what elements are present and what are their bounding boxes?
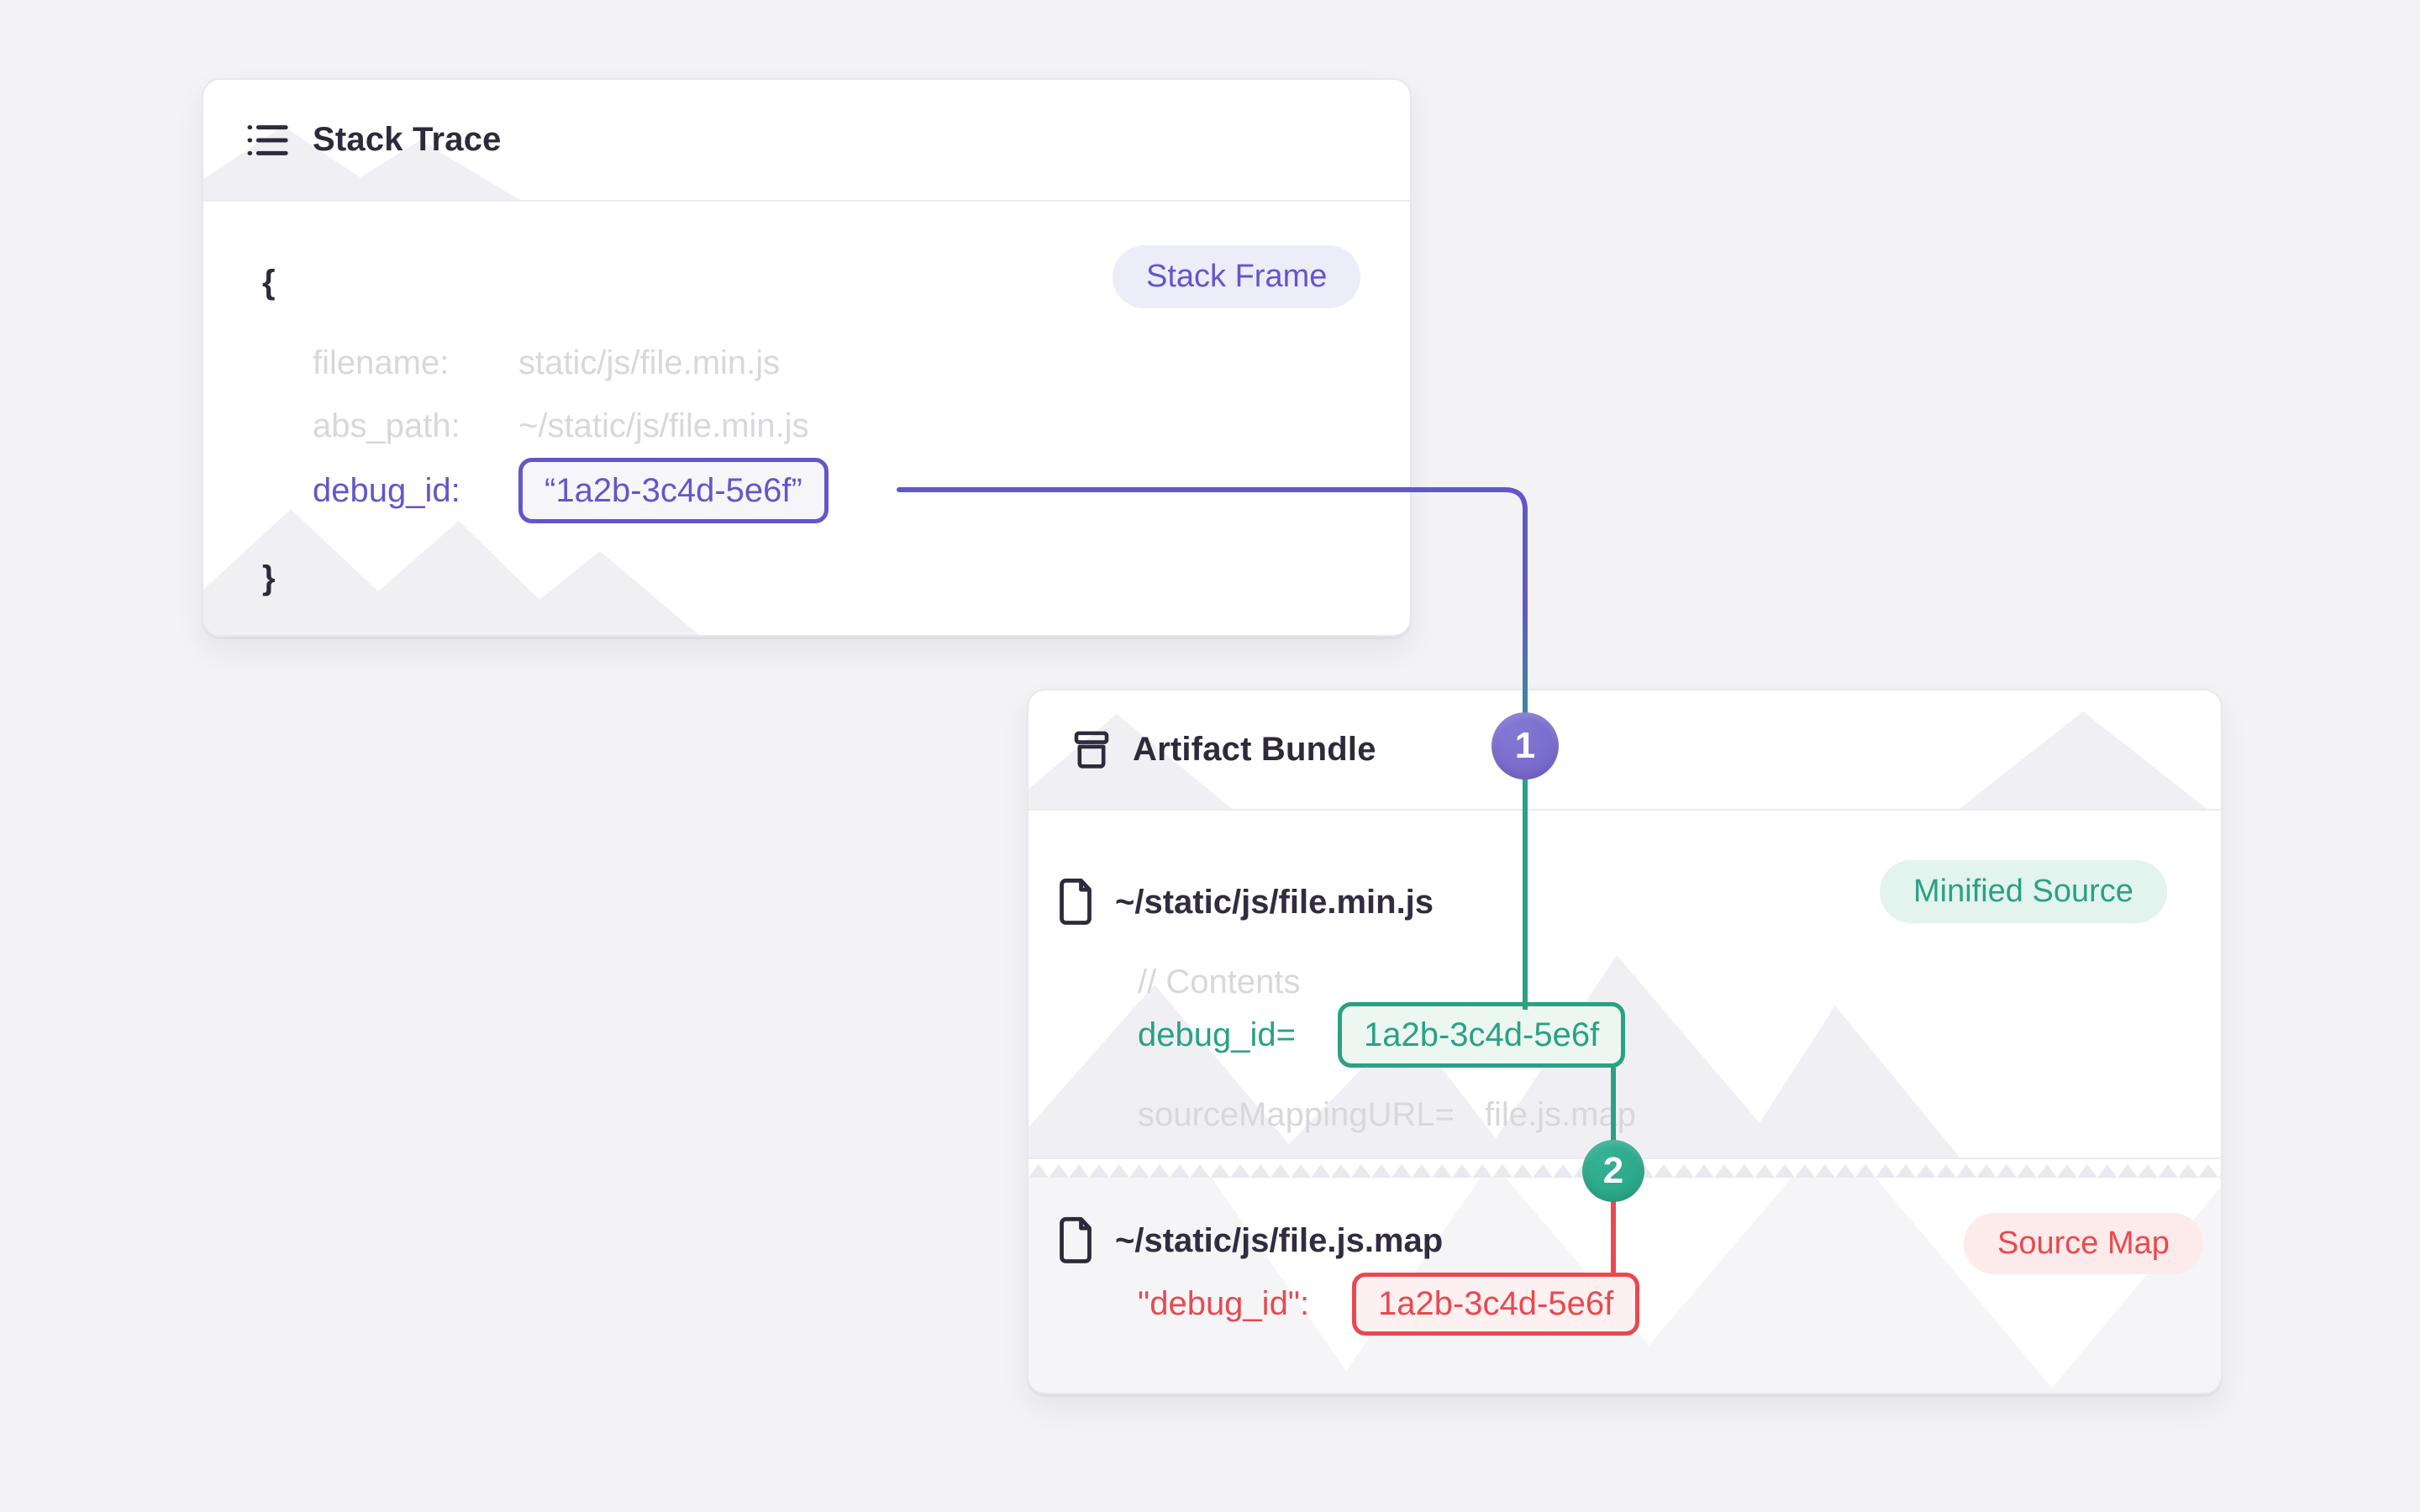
file-icon <box>1060 1216 1092 1263</box>
artifact-bundle-header: Artifact Bundle <box>1028 690 2221 811</box>
bundle-debug-id-value-box: 1a2b-3c4d-5e6f <box>1338 1002 1626 1068</box>
sourcemap-debug-id-key: "debug_id": <box>1138 1284 1310 1322</box>
stack-trace-header: Stack Trace <box>203 80 1410 202</box>
stack-frame-badge: Stack Frame <box>1113 245 1361 308</box>
sourcemap-debug-id-line: "debug_id": 1a2b-3c4d-5e6f <box>1138 1272 1640 1336</box>
minified-source-badge: Minified Source <box>1880 860 2167 923</box>
abs-path-value: ~/static/js/file.min.js <box>518 407 809 444</box>
contents-comment-line: // Contents <box>1138 962 1300 1002</box>
artifact-bundle-title: Artifact Bundle <box>1133 731 1376 768</box>
debug-id-value-box: “1a2b-3c4d-5e6f” <box>518 458 829 523</box>
step-circle-1: 1 <box>1491 712 1559 780</box>
brace-open: { <box>262 263 276 301</box>
minified-file-path: ~/static/js/file.min.js <box>1115 883 1434 921</box>
brace-close: } <box>262 559 276 596</box>
bundle-debug-id-line: debug_id= 1a2b-3c4d-5e6f <box>1138 1001 1626 1068</box>
filename-key: filename: <box>313 344 450 381</box>
step-circle-2: 2 <box>1582 1140 1644 1202</box>
white-triangle-watermark <box>1876 1178 2221 1388</box>
sourcemap-debug-id-value-box: 1a2b-3c4d-5e6f <box>1352 1272 1640 1336</box>
source-mapping-url-key: sourceMappingURL= <box>1138 1095 1455 1133</box>
debug-id-key: debug_id: <box>313 471 460 509</box>
sourcemap-file-path: ~/static/js/file.js.map <box>1115 1221 1444 1259</box>
code-line-debug-id: debug_id: “1a2b-3c4d-5e6f” <box>313 458 829 523</box>
source-mapping-url-value: file.js.map <box>1484 1095 1636 1133</box>
stack-trace-card: Stack Trace Stack Frame { filename: stat… <box>202 78 1412 637</box>
file-icon <box>1060 878 1092 925</box>
contents-comment: // Contents <box>1138 963 1301 1000</box>
minified-file-row: ~/static/js/file.min.js <box>1056 877 1434 927</box>
code-line-filename: filename: static/js/file.min.js <box>313 343 780 383</box>
code-line-abs-path: abs_path: ~/static/js/file.min.js <box>313 406 809 446</box>
archive-box-icon <box>1074 731 1109 769</box>
bundle-debug-id-key: debug_id= <box>1138 1016 1296 1053</box>
source-mapping-url-line: sourceMappingURL= file.js.map <box>1138 1095 1636 1135</box>
abs-path-key: abs_path: <box>313 407 460 444</box>
sourcemap-file-row: ~/static/js/file.js.map <box>1056 1216 1443 1265</box>
list-icon <box>247 124 288 155</box>
filename-value: static/js/file.min.js <box>518 344 781 381</box>
source-map-badge: Source Map <box>1964 1213 2203 1274</box>
artifact-bundle-card: Artifact Bundle ~/static/js/file.min.js … <box>1027 689 2223 1394</box>
stack-trace-title: Stack Trace <box>313 121 502 158</box>
